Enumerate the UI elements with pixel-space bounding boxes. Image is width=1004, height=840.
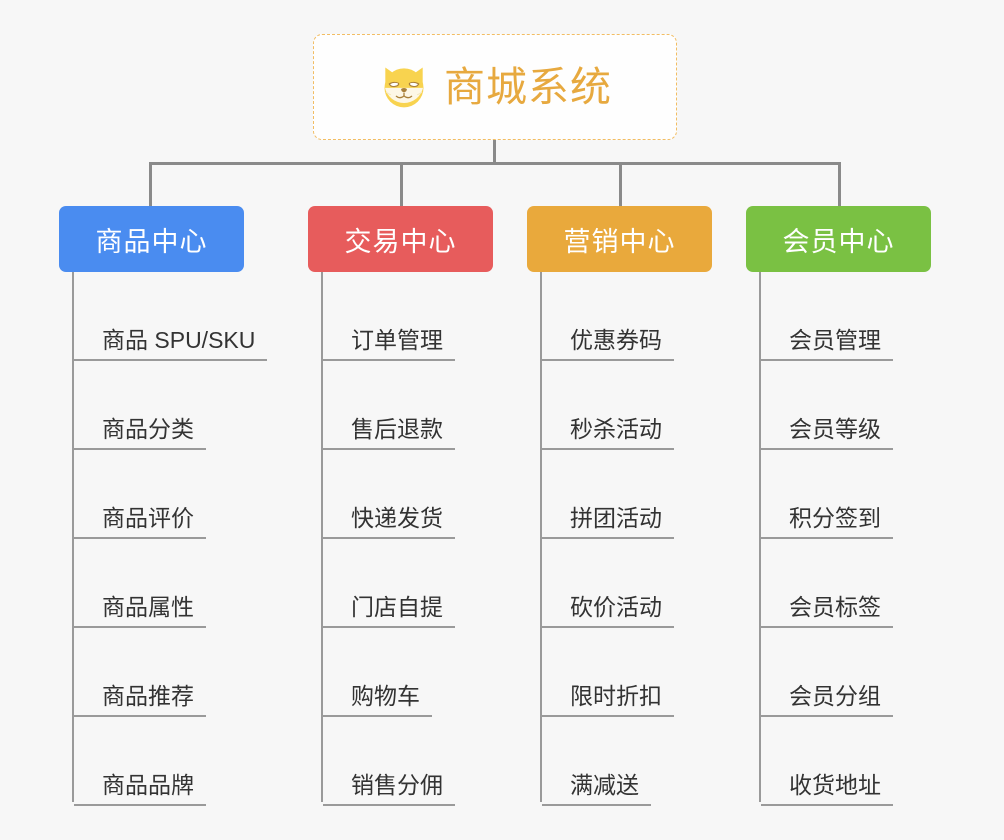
category-box-1[interactable]: 商品中心 (59, 206, 244, 272)
root-title: 商城系统 (444, 63, 612, 110)
leaf-item[interactable]: 会员标签 (761, 539, 893, 628)
connector-bus (149, 162, 841, 165)
leaf-item[interactable]: 商品品牌 (74, 717, 206, 806)
leaf-label: 会员管理 (761, 328, 893, 361)
category-label: 交易中心 (344, 226, 457, 257)
leaf-item[interactable]: 商品评价 (74, 450, 206, 539)
leaf-spine (321, 272, 323, 802)
leaf-label: 商品属性 (74, 595, 206, 628)
leaf-item[interactable]: 砍价活动 (542, 539, 674, 628)
leaf-spine (72, 272, 74, 802)
root-node[interactable]: 商城系统 (313, 34, 677, 140)
leaf-label: 限时折扣 (542, 684, 674, 717)
leaf-item[interactable]: 优惠券码 (542, 272, 674, 361)
leaf-item[interactable]: 订单管理 (323, 272, 455, 361)
leaf-label: 商品分类 (74, 417, 206, 450)
leaf-label: 门店自提 (323, 595, 455, 628)
leaf-spine (759, 272, 761, 802)
leaf-item[interactable]: 满减送 (542, 717, 651, 806)
leaf-item[interactable]: 会员管理 (761, 272, 893, 361)
leaf-label: 商品品牌 (74, 773, 206, 806)
leaf-label: 售后退款 (323, 417, 455, 450)
category-box-3[interactable]: 营销中心 (527, 206, 712, 272)
leaf-item[interactable]: 商品分类 (74, 361, 206, 450)
leaf-label: 销售分佣 (323, 773, 455, 806)
leaf-label: 购物车 (323, 684, 432, 717)
leaf-item[interactable]: 门店自提 (323, 539, 455, 628)
leaf-label: 订单管理 (323, 328, 455, 361)
leaf-label: 会员标签 (761, 595, 893, 628)
leaf-item[interactable]: 商品推荐 (74, 628, 206, 717)
category-label: 会员中心 (782, 226, 895, 257)
leaf-label: 拼团活动 (542, 506, 674, 539)
category-box-4[interactable]: 会员中心 (746, 206, 931, 272)
leaf-label: 秒杀活动 (542, 417, 674, 450)
leaf-item[interactable]: 会员等级 (761, 361, 893, 450)
leaf-item[interactable]: 积分签到 (761, 450, 893, 539)
leaf-label: 收货地址 (761, 773, 893, 806)
connector-drop-4 (838, 162, 841, 208)
leaf-item[interactable]: 拼团活动 (542, 450, 674, 539)
leaf-item[interactable]: 商品属性 (74, 539, 206, 628)
leaf-label: 会员分组 (761, 684, 893, 717)
leaf-label: 积分签到 (761, 506, 893, 539)
leaf-item[interactable]: 销售分佣 (323, 717, 455, 806)
leaf-label: 商品推荐 (74, 684, 206, 717)
leaf-label: 砍价活动 (542, 595, 674, 628)
leaf-item[interactable]: 限时折扣 (542, 628, 674, 717)
connector-drop-3 (619, 162, 622, 208)
leaf-item[interactable]: 购物车 (323, 628, 432, 717)
leaf-label: 会员等级 (761, 417, 893, 450)
leaf-label: 快递发货 (323, 506, 455, 539)
leaf-item[interactable]: 会员分组 (761, 628, 893, 717)
connector-drop-1 (149, 162, 152, 208)
shiba-dog-face-icon (384, 67, 424, 108)
leaf-label: 商品评价 (74, 506, 206, 539)
leaf-spine (540, 272, 542, 802)
category-box-2[interactable]: 交易中心 (308, 206, 493, 272)
leaf-label: 商品 SPU/SKU (74, 328, 268, 361)
connector-root-stem (493, 140, 496, 165)
leaf-item[interactable]: 秒杀活动 (542, 361, 674, 450)
leaf-item[interactable]: 收货地址 (761, 717, 893, 806)
leaf-label: 优惠券码 (542, 328, 674, 361)
leaf-label: 满减送 (542, 773, 651, 806)
leaf-item[interactable]: 快递发货 (323, 450, 455, 539)
connector-drop-2 (400, 162, 403, 208)
leaf-item[interactable]: 商品 SPU/SKU (74, 272, 268, 361)
leaf-item[interactable]: 售后退款 (323, 361, 455, 450)
category-label: 商品中心 (95, 226, 208, 257)
category-label: 营销中心 (563, 226, 676, 257)
